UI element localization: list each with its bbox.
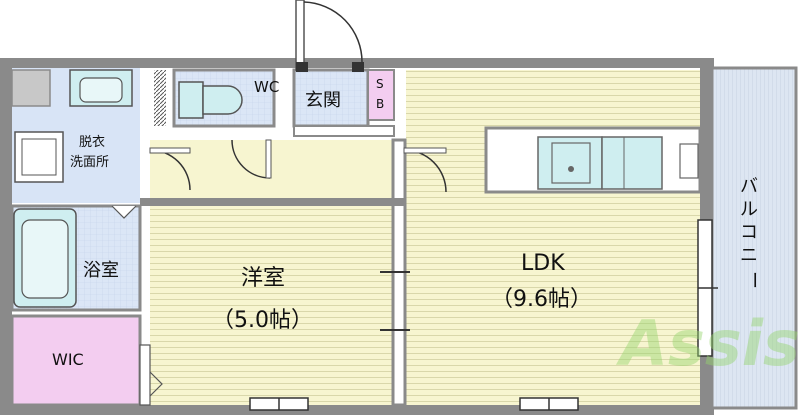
storage-box <box>11 69 51 107</box>
svg-text:バ: バ <box>740 176 758 197</box>
wic-door <box>139 344 151 406</box>
yokushitsu-label: 浴室 <box>83 260 119 281</box>
genkan-label: 玄関 <box>305 90 341 111</box>
toilet-tank <box>178 81 204 119</box>
ldk-label: LDK <box>521 251 565 276</box>
wic-label: WIC <box>52 350 84 369</box>
wc-door-arc <box>231 139 271 179</box>
shoe-box <box>367 69 395 121</box>
wc-label: WC <box>254 78 279 96</box>
pipe-shaft <box>154 70 166 126</box>
washing-machine <box>14 131 64 183</box>
sink-basin <box>551 142 591 184</box>
datsui-label-1: 脱衣 <box>79 134 105 150</box>
hallway-floor <box>150 140 400 200</box>
balcony-label: バ ル コ ニ ー <box>740 176 764 289</box>
svg-text:ル: ル <box>740 199 758 220</box>
washbasin-bowl <box>79 77 123 103</box>
watermark-logo: Assist <box>615 307 800 380</box>
ldk-floor <box>406 70 700 405</box>
kitchen-stove <box>601 136 663 190</box>
entrance-door <box>295 0 305 71</box>
datsui-label-2: 洗面所 <box>70 155 109 170</box>
svg-text:ー: ー <box>743 271 764 289</box>
sb-label-b: B <box>376 97 384 111</box>
door-swing-arc <box>303 1 363 63</box>
ldk-size: （9.6帖） <box>491 287 592 312</box>
youshitsu-floor <box>150 205 393 405</box>
sb-label-s: S <box>376 77 384 91</box>
youshitsu-size: （5.0帖） <box>212 308 313 333</box>
youshitsu-top-wall <box>140 198 406 206</box>
bathtub-inner <box>21 219 69 299</box>
balcony <box>710 66 798 410</box>
svg-text:ニ: ニ <box>740 245 758 266</box>
youshitsu-label: 洋室 <box>241 266 285 291</box>
genkan-step <box>293 125 395 137</box>
toilet-icon <box>202 85 243 115</box>
wic-room <box>10 314 142 407</box>
fridge-space <box>679 143 699 179</box>
sink-faucet-icon <box>568 166 574 172</box>
svg-text:コ: コ <box>740 222 758 243</box>
